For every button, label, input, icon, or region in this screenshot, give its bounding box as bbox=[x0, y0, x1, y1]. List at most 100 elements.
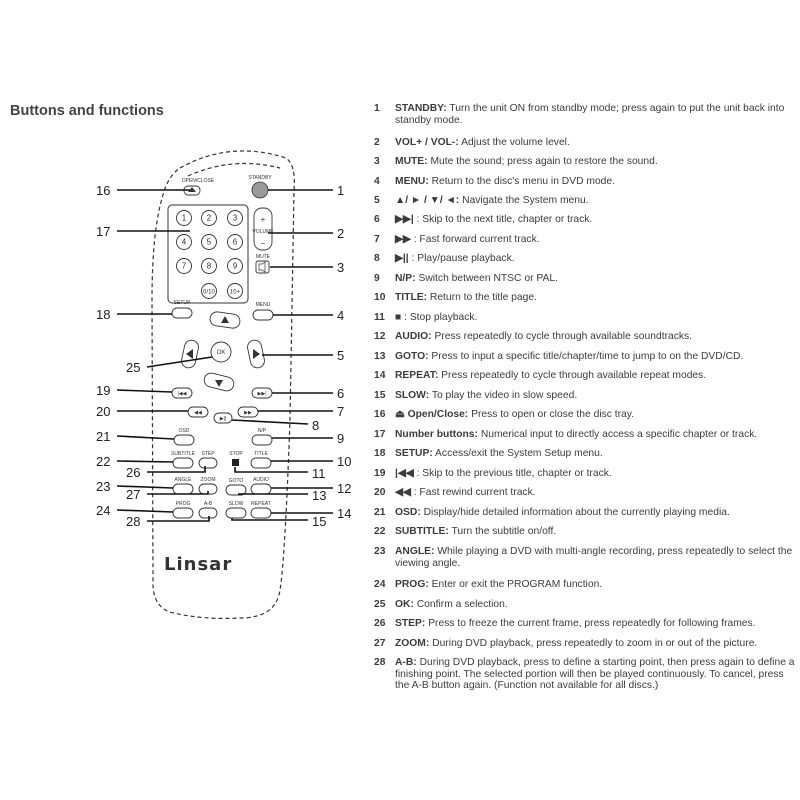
slow-button[interactable]: SLOW bbox=[225, 501, 247, 519]
step-button[interactable]: STEP bbox=[198, 451, 218, 469]
svg-text:−: − bbox=[261, 239, 266, 248]
item-description: SETUP: Access/exit the System Setup menu… bbox=[395, 448, 797, 460]
item-text: Display/hide detailed information about … bbox=[420, 507, 730, 518]
item-term: REPEAT: bbox=[395, 370, 439, 381]
angle-button[interactable]: ANGLE bbox=[172, 477, 194, 495]
repeat-button[interactable]: REPEAT bbox=[250, 501, 272, 519]
digit-button[interactable]: 7 bbox=[176, 258, 192, 274]
volume-rocker[interactable]: + − VOLUME bbox=[252, 207, 274, 251]
digit-button[interactable]: 3 bbox=[227, 210, 243, 226]
setup-button[interactable]: SETUP bbox=[171, 300, 193, 319]
svg-text:ZOOM: ZOOM bbox=[201, 477, 216, 483]
callout-leader-line bbox=[116, 509, 174, 513]
digit-button[interactable]: 9 bbox=[227, 258, 243, 274]
item-term: A-B: bbox=[395, 657, 417, 668]
callout-leader-line bbox=[231, 419, 309, 425]
svg-text:10+: 10+ bbox=[230, 290, 241, 296]
item-term: ▶|| bbox=[395, 253, 409, 264]
item-description: Number buttons: Numerical input to direc… bbox=[395, 429, 797, 441]
nav-right-button[interactable] bbox=[246, 339, 266, 369]
item-number: 23 bbox=[374, 546, 386, 557]
svg-text:STEP: STEP bbox=[201, 451, 215, 457]
item-term: PROG: bbox=[395, 579, 429, 590]
svg-text:0/10: 0/10 bbox=[203, 290, 215, 296]
svg-text:2: 2 bbox=[207, 214, 212, 223]
menu-button[interactable]: MENU bbox=[252, 302, 274, 321]
svg-text:AUDIO: AUDIO bbox=[253, 477, 269, 483]
remote-outline bbox=[151, 150, 295, 619]
callout-number: 6 bbox=[337, 386, 344, 401]
item-number: 8 bbox=[374, 253, 380, 264]
item-description: ◀◀ : Fast rewind current track. bbox=[395, 487, 797, 499]
item-number: 14 bbox=[374, 370, 386, 381]
np-button[interactable]: N/P bbox=[251, 428, 273, 446]
audio-button[interactable]: AUDIO bbox=[250, 477, 272, 495]
digit-button[interactable]: 10+ bbox=[227, 283, 243, 299]
svg-text:6: 6 bbox=[233, 238, 238, 247]
item-term: STANDBY: bbox=[395, 103, 447, 114]
item-description: STANDBY: Turn the unit ON from standby m… bbox=[395, 103, 797, 126]
ok-button[interactable]: OK bbox=[210, 341, 232, 363]
digit-button[interactable]: 5 bbox=[201, 234, 217, 250]
item-number: 2 bbox=[374, 137, 380, 148]
stop-icon bbox=[232, 459, 239, 466]
callout-number: 12 bbox=[337, 481, 351, 496]
osd-button[interactable]: OSD bbox=[173, 428, 195, 446]
item-text: : Stop playback. bbox=[401, 312, 478, 323]
item-text: Press to input a specific title/chapter/… bbox=[428, 351, 744, 362]
mute-button[interactable]: MUTE bbox=[255, 254, 271, 274]
arrow-left-icon bbox=[186, 349, 193, 359]
digit-button[interactable]: 4 bbox=[176, 234, 192, 250]
svg-text:7: 7 bbox=[182, 262, 187, 271]
digit-button[interactable]: 1 bbox=[176, 210, 192, 226]
nav-left-button[interactable] bbox=[180, 339, 200, 369]
subtitle-button[interactable]: SUBTITLE bbox=[171, 451, 196, 469]
digit-button[interactable]: 6 bbox=[227, 234, 243, 250]
item-description: SUBTITLE: Turn the subtitle on/off. bbox=[395, 526, 797, 538]
item-text: Access/exit the System Setup menu. bbox=[432, 448, 603, 459]
item-term: VOL+ / VOL-: bbox=[395, 137, 459, 148]
item-term: ⏏ Open/Close: bbox=[395, 409, 469, 420]
callout-number: 23 bbox=[96, 479, 110, 494]
item-text: : Fast rewind current track. bbox=[410, 487, 536, 498]
play-pause-button[interactable]: ▶|| bbox=[213, 412, 233, 424]
prev-button[interactable]: |◀◀ bbox=[171, 387, 193, 399]
item-description: ■ : Stop playback. bbox=[395, 312, 797, 324]
goto-button[interactable]: GOTO bbox=[225, 478, 247, 496]
item-number: 26 bbox=[374, 618, 386, 629]
rewind-button[interactable]: ◀◀ bbox=[187, 406, 209, 418]
digit-button[interactable]: 0/10 bbox=[201, 283, 217, 299]
item-number: 19 bbox=[374, 468, 386, 479]
digit-button[interactable]: 8 bbox=[201, 258, 217, 274]
callout-number: 1 bbox=[337, 183, 344, 198]
ab-button[interactable]: A-B bbox=[198, 501, 218, 519]
callout-leader-line bbox=[147, 491, 209, 495]
arrow-right-icon bbox=[253, 349, 260, 359]
item-term: SETUP: bbox=[395, 448, 433, 459]
callout-number: 15 bbox=[312, 514, 326, 529]
item-description: ⏏ Open/Close: Press to open or close the… bbox=[395, 409, 797, 421]
open-close-button[interactable]: OPEN/CLOSE bbox=[182, 178, 215, 196]
callout-number: 4 bbox=[337, 308, 344, 323]
item-description: SLOW: To play the video in slow speed. bbox=[395, 390, 797, 402]
svg-text:ANGLE: ANGLE bbox=[175, 477, 193, 483]
item-number: 7 bbox=[374, 234, 380, 245]
forward-button[interactable]: ▶▶ bbox=[237, 406, 259, 418]
item-description: ▶▶ : Fast forward current track. bbox=[395, 234, 797, 246]
title-button[interactable]: TITLE bbox=[250, 451, 272, 469]
item-term: SUBTITLE: bbox=[395, 526, 449, 537]
standby-button[interactable]: STANDBY bbox=[248, 175, 272, 199]
callout-number: 13 bbox=[312, 488, 326, 503]
nav-down-button[interactable] bbox=[203, 372, 235, 393]
stop-button[interactable]: STOP bbox=[229, 451, 243, 466]
item-description: ▲/ ► / ▼/ ◄: Navigate the System menu. bbox=[395, 195, 797, 207]
play-pause-icon: ▶|| bbox=[220, 416, 226, 422]
svg-text:SUBTITLE: SUBTITLE bbox=[171, 451, 196, 457]
prog-button[interactable]: PROG bbox=[172, 501, 194, 519]
mute-icon bbox=[258, 261, 266, 273]
nav-up-button[interactable] bbox=[209, 311, 241, 329]
next-button[interactable]: ▶▶| bbox=[251, 387, 273, 399]
digit-button[interactable]: 2 bbox=[201, 210, 217, 226]
item-text: Return to the title page. bbox=[427, 292, 537, 303]
item-number: 6 bbox=[374, 214, 380, 225]
